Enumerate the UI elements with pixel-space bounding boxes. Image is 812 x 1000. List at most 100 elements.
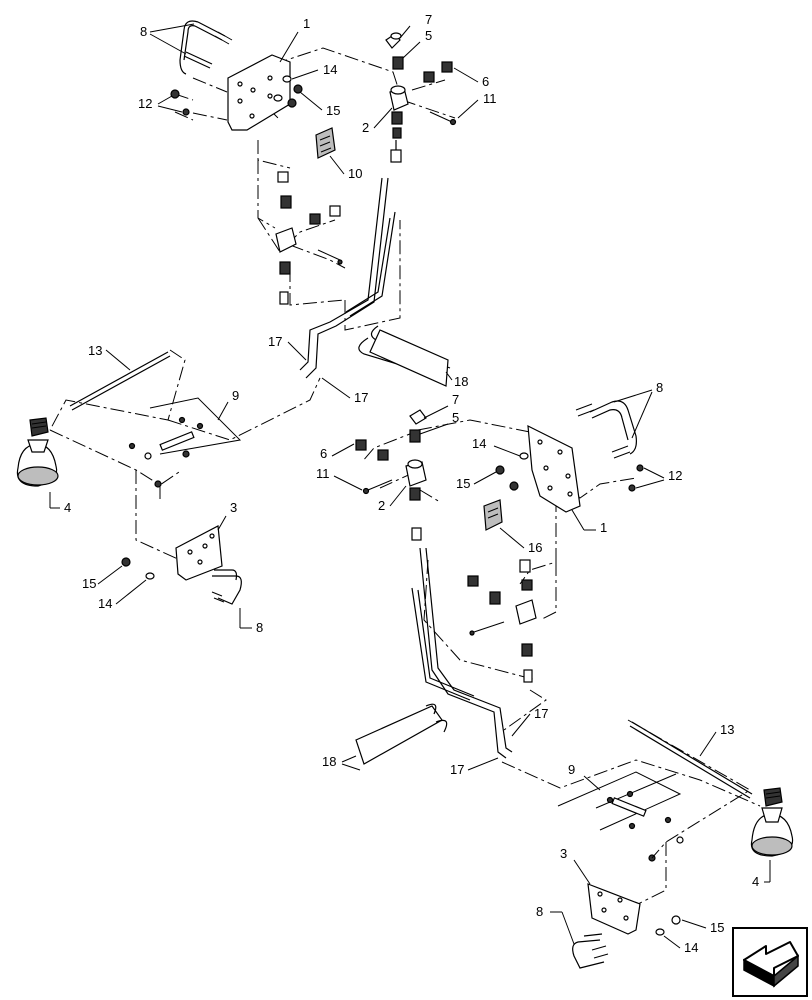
- svg-text:14: 14: [323, 62, 337, 77]
- washers: [495, 452, 529, 491]
- callout-8-upper: 8: [140, 23, 195, 55]
- callout-4-left: 4: [49, 492, 71, 515]
- svg-text:14: 14: [472, 436, 486, 451]
- svg-text:15: 15: [326, 103, 340, 118]
- svg-text:17: 17: [450, 762, 464, 777]
- svg-text:10: 10: [348, 166, 362, 181]
- valve-cluster-lower: [275, 171, 343, 305]
- svg-text:3: 3: [230, 500, 237, 515]
- svg-text:13: 13: [88, 343, 102, 358]
- svg-text:12: 12: [138, 96, 152, 111]
- callout-2-upper: 2: [362, 107, 393, 135]
- callout-11-right: 11: [316, 466, 363, 491]
- svg-text:17: 17: [268, 334, 282, 349]
- callout-16: 16: [499, 527, 542, 555]
- callout-1-right: 1: [571, 509, 607, 535]
- plug-fitting: [355, 439, 389, 461]
- u-bolt: [575, 400, 637, 459]
- callout-17-right-a: 17: [511, 706, 548, 737]
- decal: [315, 127, 336, 159]
- callout-14-right: 14: [472, 436, 521, 457]
- svg-text:15: 15: [456, 476, 470, 491]
- tube-loop: [358, 325, 451, 387]
- svg-text:14: 14: [684, 940, 698, 955]
- callout-13-right: 13: [699, 722, 734, 757]
- bolt: [429, 111, 457, 126]
- callout-17-upper-a: 17: [268, 334, 307, 361]
- callout-5-right: 5: [419, 410, 459, 435]
- svg-text:7: 7: [425, 12, 432, 27]
- svg-text:4: 4: [752, 874, 759, 889]
- u-bolt: [572, 933, 609, 969]
- callout-7-right: 7: [423, 392, 459, 419]
- mounting-plate: [227, 54, 291, 131]
- svg-text:8: 8: [536, 904, 543, 919]
- hydraulic-tube: [299, 177, 396, 379]
- svg-text:15: 15: [710, 920, 724, 935]
- elbow-fitting: [409, 409, 427, 443]
- svg-text:2: 2: [378, 498, 385, 513]
- callout-8-left: 8: [239, 608, 263, 635]
- callout-6-upper: 6: [453, 67, 489, 89]
- callout-14-left: 14: [98, 579, 147, 611]
- svg-text:7: 7: [452, 392, 459, 407]
- callout-15-right-lower: 15: [681, 919, 724, 935]
- callout-1-upper: 1: [279, 16, 310, 63]
- callout-18-upper: 18: [445, 371, 468, 389]
- u-bolt: [211, 569, 242, 605]
- svg-text:14: 14: [98, 596, 112, 611]
- hydraulic-tube: [411, 547, 513, 759]
- svg-text:11: 11: [316, 466, 330, 481]
- callout-18-right: 18: [322, 754, 361, 771]
- callout-2-right: 2: [378, 485, 407, 513]
- svg-text:6: 6: [482, 74, 489, 89]
- mounting-plate: [527, 424, 581, 513]
- svg-text:5: 5: [452, 410, 459, 425]
- u-bolt: [179, 20, 233, 75]
- small-nut: [628, 464, 644, 492]
- callout-9-left: 9: [217, 388, 239, 421]
- callout-5-upper: 5: [402, 28, 432, 59]
- callout-15-left: 15: [82, 565, 123, 591]
- callout-15-upper: 15: [299, 91, 340, 118]
- svg-text:2: 2: [362, 120, 369, 135]
- work-lamp: [16, 417, 59, 487]
- svg-text:12: 12: [668, 468, 682, 483]
- svg-text:15: 15: [82, 576, 96, 591]
- upper-assembly: 1 7 5 8 14 6 11 12 15 2 10 13 17 17 18: [88, 12, 497, 405]
- callout-4-right: 4: [752, 860, 771, 889]
- callout-3-left: 3: [217, 500, 237, 531]
- svg-text:11: 11: [483, 91, 497, 106]
- callout-12-upper: 12: [138, 95, 183, 113]
- valve-housing: [405, 459, 427, 541]
- isometric-arrow-icon[interactable]: [732, 927, 808, 997]
- svg-text:1: 1: [303, 16, 310, 31]
- svg-text:17: 17: [354, 390, 368, 405]
- svg-text:6: 6: [320, 446, 327, 461]
- svg-text:8: 8: [256, 620, 263, 635]
- light-rod: [69, 351, 171, 411]
- washers: [273, 75, 303, 108]
- callout-3-right: 3: [560, 846, 591, 885]
- decal: [483, 499, 503, 531]
- svg-text:1: 1: [600, 520, 607, 535]
- small-nut: [170, 89, 190, 116]
- svg-text:18: 18: [454, 374, 468, 389]
- svg-text:18: 18: [322, 754, 336, 769]
- callout-17-upper-b: 17: [321, 377, 368, 405]
- callout-10: 10: [329, 155, 362, 181]
- callout-17-right-b: 17: [450, 757, 499, 777]
- callout-15-right: 15: [456, 471, 497, 491]
- svg-text:9: 9: [232, 388, 239, 403]
- callout-14-upper: 14: [291, 62, 337, 80]
- bracket-panel: [557, 771, 684, 862]
- right-assembly: 7 5 8 14 6 11 12 15 2 1 16 17 13 18 17 9…: [316, 380, 794, 969]
- callout-8-right-lower: 8: [536, 904, 575, 945]
- angle-bracket: [587, 883, 641, 935]
- light-rod: [629, 721, 753, 799]
- elbow-fitting: [385, 32, 404, 70]
- svg-text:9: 9: [568, 762, 575, 777]
- left-lamp-assembly: 9 4 3 15 14 8: [16, 349, 321, 635]
- svg-text:13: 13: [720, 722, 734, 737]
- callout-7-upper: 7: [399, 12, 432, 39]
